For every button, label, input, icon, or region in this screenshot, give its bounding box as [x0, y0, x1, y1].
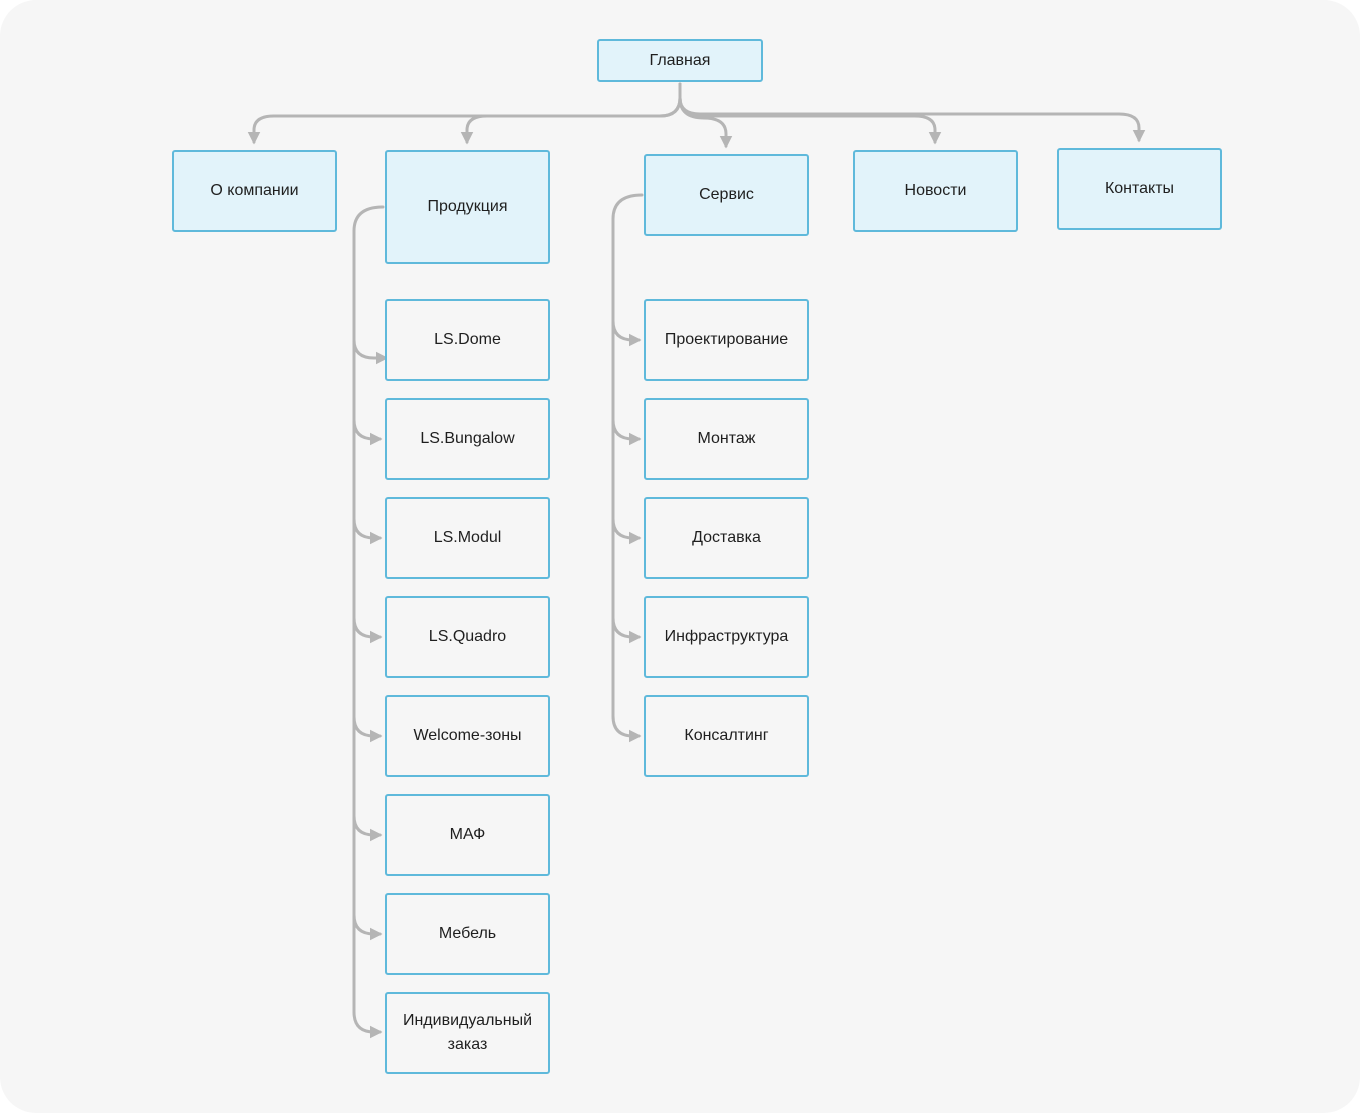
node-service-consulting[interactable]: Консалтинг: [644, 695, 809, 777]
connector-service-2: [611, 517, 642, 545]
node-home-label: Главная: [649, 51, 711, 69]
node-product-label: Индивидуальный заказ: [402, 1012, 533, 1053]
node-product-label: LS.Dome: [434, 331, 501, 348]
connector-product-3: [352, 616, 383, 644]
connector-product-5: [352, 814, 383, 842]
connector-root-contacts: [678, 96, 1146, 143]
node-service[interactable]: Сервис: [644, 154, 809, 236]
node-service-label: Консалтинг: [684, 727, 769, 744]
node-service-installation[interactable]: Монтаж: [644, 398, 809, 480]
node-service-label: Инфраструктура: [664, 628, 789, 645]
connector-service-1: [611, 418, 642, 446]
node-contacts-label: Контакты: [1104, 180, 1175, 197]
node-product-label: МАФ: [449, 826, 486, 843]
connector-service-3: [611, 616, 642, 644]
connector-product-4: [352, 715, 383, 743]
node-product-ls-bungalow[interactable]: LS.Bungalow: [385, 398, 550, 480]
node-service-design[interactable]: Проектирование: [644, 299, 809, 381]
node-products-label: Продукция: [427, 198, 508, 215]
node-product-welcome-zones[interactable]: Welcome-зоны: [385, 695, 550, 777]
connector-product-1: [352, 418, 383, 446]
node-product-furniture[interactable]: Мебель: [385, 893, 550, 975]
node-about[interactable]: О компании: [172, 150, 337, 232]
node-product-label: LS.Modul: [433, 529, 502, 546]
node-service-label: Проектирование: [664, 331, 789, 348]
node-about-label: О компании: [210, 182, 299, 199]
node-products[interactable]: Продукция: [385, 150, 550, 264]
node-product-label: Мебель: [438, 925, 497, 942]
node-news-label: Новости: [904, 182, 967, 199]
node-contacts[interactable]: Контакты: [1057, 148, 1222, 230]
node-product-ls-dome[interactable]: LS.Dome: [385, 299, 550, 381]
node-service-delivery[interactable]: Доставка: [644, 497, 809, 579]
node-service-label: Сервис: [699, 186, 754, 203]
connector-products-spine: [352, 205, 385, 1034]
connector-product-6: [352, 913, 383, 941]
node-home[interactable]: Главная: [597, 39, 763, 82]
connector-root-products: [460, 96, 682, 145]
node-product-label: LS.Bungalow: [420, 430, 515, 447]
node-product-ls-modul[interactable]: LS.Modul: [385, 497, 550, 579]
node-product-ls-quadro[interactable]: LS.Quadro: [385, 596, 550, 678]
node-service-label: Монтаж: [697, 430, 756, 447]
node-product-custom-order[interactable]: Индивидуальный заказ: [385, 992, 550, 1074]
node-product-maf[interactable]: МАФ: [385, 794, 550, 876]
connector-product-2: [352, 517, 383, 545]
connector-service-0: [611, 319, 642, 347]
node-service-label: Доставка: [692, 529, 761, 546]
node-news[interactable]: Новости: [853, 150, 1018, 232]
node-product-label: LS.Quadro: [428, 628, 507, 645]
connector-service-spine: [611, 193, 644, 738]
node-service-infrastructure[interactable]: Инфраструктура: [644, 596, 809, 678]
connector-product-0: [352, 338, 389, 365]
node-product-label: Welcome-зоны: [413, 727, 522, 744]
